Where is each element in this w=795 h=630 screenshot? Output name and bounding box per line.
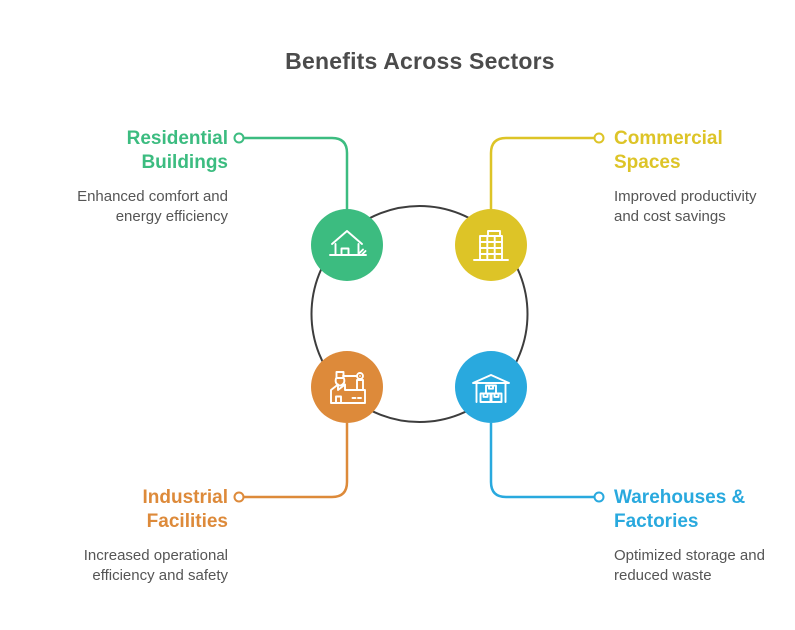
commercial-title: Commercial Spaces	[614, 128, 723, 173]
industrial-description: Increased operational efficiency and saf…	[83, 547, 228, 584]
warehouse-icon	[472, 374, 510, 403]
sector-label-residential: Residential Buildings Enhanced comfort a…	[40, 127, 228, 227]
warehouses-node	[455, 351, 527, 423]
warehouses-connector	[489, 423, 605, 503]
page-title: Benefits Across Sectors	[285, 48, 555, 74]
industrial-connector-ring	[233, 491, 245, 503]
factory-icon	[330, 371, 366, 404]
residential-description: Enhanced comfort and energy efficiency	[77, 188, 228, 225]
residential-node	[311, 209, 383, 281]
warehouses-connector-line	[489, 423, 595, 499]
industrial-node	[311, 351, 383, 423]
warehouses-description: Optimized storage and reduced waste	[614, 547, 765, 584]
industrial-connector	[233, 423, 349, 503]
commercial-connector-line	[489, 136, 595, 209]
industrial-title: Industrial Facilities	[142, 487, 228, 532]
warehouses-circle	[455, 351, 527, 423]
residential-title: Residential Buildings	[126, 128, 228, 173]
center-circle	[310, 205, 529, 423]
residential-connector-ring	[233, 132, 245, 144]
commercial-connector	[489, 132, 605, 209]
sector-label-warehouses: Warehouses & Factories Optimized storage…	[614, 486, 784, 586]
residential-connector	[233, 132, 349, 209]
sector-label-commercial: Commercial Spaces Improved productivity …	[614, 127, 779, 227]
residential-connector-line	[243, 136, 349, 209]
commercial-description: Improved productivity and cost savings	[614, 188, 757, 225]
warehouses-connector-ring	[593, 491, 605, 503]
commercial-circle	[455, 209, 527, 281]
warehouses-title: Warehouses & Factories	[614, 487, 746, 532]
industrial-circle	[311, 351, 383, 423]
commercial-node	[455, 209, 527, 281]
house-icon	[329, 230, 367, 256]
industrial-connector-line	[243, 423, 349, 499]
sector-label-industrial: Industrial Facilities Increased operatio…	[78, 486, 228, 586]
commercial-connector-ring	[593, 132, 605, 144]
residential-circle	[311, 209, 383, 281]
office-building-icon	[473, 230, 509, 261]
